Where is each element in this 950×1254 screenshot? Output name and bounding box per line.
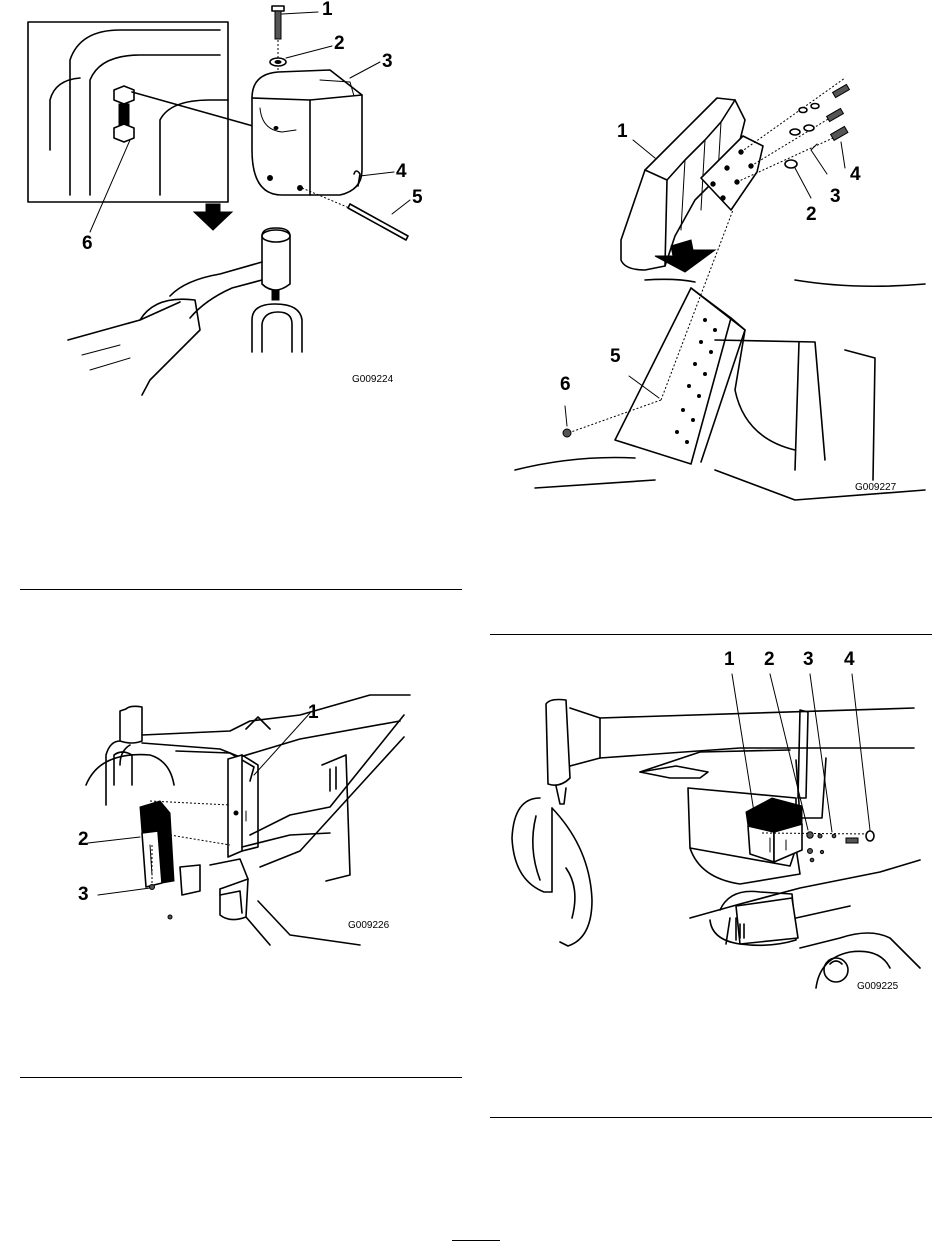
figure-2-callout-1: 1 — [617, 122, 628, 141]
figure-1-callout-5: 5 — [412, 188, 423, 207]
figure-1-code: G009224 — [352, 375, 393, 385]
page-footer-line — [452, 1240, 500, 1241]
figure-3-callout-2: 2 — [78, 830, 89, 849]
figure-4-illustration — [500, 648, 930, 998]
figure-2-code: G009227 — [855, 483, 896, 493]
figure-1-callout-1: 1 — [322, 0, 333, 19]
figure-4-callout-4: 4 — [844, 650, 855, 669]
figure-4-callout-1: 1 — [724, 650, 735, 669]
figure-3-illustration — [70, 695, 410, 945]
figure-4-callout-3: 3 — [803, 650, 814, 669]
figure-4-code: G009225 — [857, 982, 898, 992]
figure-1: 1 2 3 4 5 6 G009224 — [20, 0, 460, 400]
section-divider-right-1 — [490, 634, 932, 635]
figure-3-callout-1: 1 — [308, 703, 319, 722]
figure-2-callout-3: 3 — [830, 187, 841, 206]
figure-2-callout-5: 5 — [610, 347, 621, 366]
figure-1-callout-4: 4 — [396, 162, 407, 181]
figure-2-illustration — [495, 60, 935, 510]
figure-2-callout-6: 6 — [560, 375, 571, 394]
section-divider-right-2 — [490, 1117, 932, 1118]
figure-1-callout-6: 6 — [82, 234, 93, 253]
section-divider-left-1 — [20, 589, 462, 590]
figure-2: 1 2 3 4 5 6 G009227 — [495, 60, 935, 510]
figure-4: 1 2 3 4 G009225 — [500, 648, 930, 998]
section-divider-left-2 — [20, 1077, 462, 1078]
figure-2-callout-2: 2 — [806, 205, 817, 224]
figure-3-callout-3: 3 — [78, 885, 89, 904]
figure-1-callout-2: 2 — [334, 34, 345, 53]
figure-4-callout-2: 2 — [764, 650, 775, 669]
figure-1-illustration — [20, 0, 460, 400]
figure-3-code: G009226 — [348, 921, 389, 931]
figure-3: 1 2 3 G009226 — [70, 695, 410, 945]
figure-1-callout-3: 3 — [382, 52, 393, 71]
figure-2-callout-4: 4 — [850, 165, 861, 184]
